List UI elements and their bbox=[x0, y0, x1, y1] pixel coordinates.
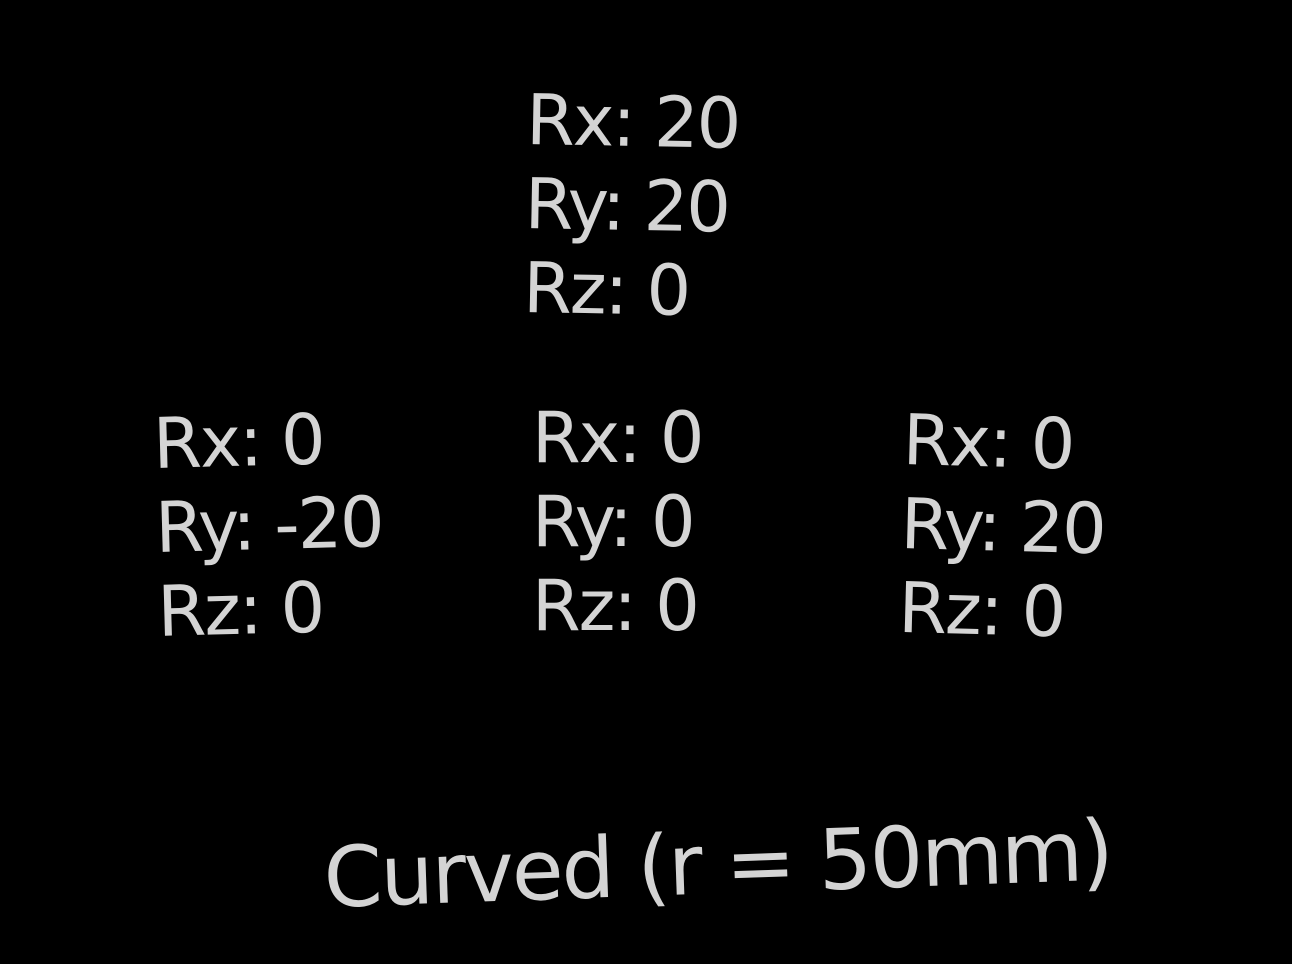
rx-label: Rx: 20 bbox=[525, 78, 740, 165]
caption-text: Curved (r = 50mm) bbox=[322, 801, 1114, 927]
ry-label: Ry: 20 bbox=[899, 482, 1106, 571]
rotation-block-right: Rx: 0 Ry: 20 Rz: 0 bbox=[897, 398, 1108, 655]
rx-label: Rx: 0 bbox=[532, 397, 704, 479]
ry-label: Ry: 0 bbox=[532, 481, 696, 563]
rotation-block-top: Rx: 20 Ry: 20 Rz: 0 bbox=[523, 78, 740, 334]
rz-label: Rz: 0 bbox=[532, 565, 700, 647]
rx-label: Rx: 0 bbox=[152, 398, 325, 485]
rz-label: Rz: 0 bbox=[897, 566, 1066, 654]
rotation-block-left: Rx: 0 Ry: -20 Rz: 0 bbox=[152, 396, 386, 654]
ry-label: Ry: -20 bbox=[154, 481, 384, 569]
rx-label: Rx: 0 bbox=[901, 398, 1075, 486]
ry-label: Ry: 20 bbox=[524, 162, 730, 249]
rotation-block-center: Rx: 0 Ry: 0 Rz: 0 bbox=[532, 396, 704, 648]
rz-label: Rz: 0 bbox=[522, 246, 690, 332]
rz-label: Rz: 0 bbox=[156, 566, 325, 653]
